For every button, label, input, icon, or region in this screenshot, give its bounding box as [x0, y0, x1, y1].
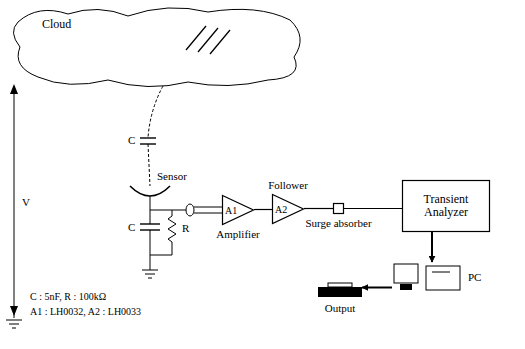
cloud-shape: Cloud	[8, 2, 308, 88]
wire	[150, 210, 186, 211]
signal-wire	[344, 208, 402, 209]
part-label: Sensor	[157, 170, 187, 182]
component-values: C : 5nF, R : 100kΩ	[30, 291, 106, 302]
coax-cable	[194, 213, 222, 214]
wire	[150, 230, 151, 270]
pc-case	[426, 266, 460, 290]
node-text: Follower	[268, 179, 308, 191]
voltage-arrow	[14, 86, 15, 318]
analyzer-box: Transient Analyzer	[402, 180, 490, 232]
ground-symbol	[6, 320, 22, 328]
node-text: Output	[325, 302, 356, 314]
sensor-dish	[130, 186, 170, 196]
part-label: C	[128, 134, 135, 146]
printer-paper	[328, 283, 352, 287]
cloud-shape	[8, 2, 308, 88]
part-label: C	[128, 221, 135, 233]
flow-arrow	[431, 232, 433, 262]
arrow-head	[10, 306, 18, 316]
pc-icon	[392, 262, 462, 292]
charge-hatch	[210, 30, 230, 54]
capacitor-plate	[140, 137, 156, 138]
node-text: Cloud	[42, 18, 71, 31]
signal-wire	[304, 208, 333, 209]
node-text: PC	[468, 271, 481, 283]
monitor-stand	[400, 284, 412, 290]
amplifier-triangle: A1Amplifier	[222, 195, 254, 225]
box-outline	[403, 181, 490, 232]
node-text: Surge absorber	[305, 217, 371, 229]
follower-triangle: FollowerA2	[272, 194, 304, 224]
node-text: Amplifier	[216, 228, 259, 240]
ground-symbol	[142, 270, 158, 278]
coupling-line	[148, 86, 163, 138]
box-outline	[334, 204, 344, 214]
surge-absorber-box	[333, 203, 344, 214]
triangle-outline	[273, 195, 304, 224]
printer-icon	[318, 283, 362, 299]
component-values: A1 : LH0032, A2 : LH0033	[30, 306, 141, 317]
flow-arrow	[362, 287, 392, 289]
surge-absorber-box: Surge absorber	[333, 203, 344, 214]
coupling-line	[148, 144, 150, 186]
triangle-outline	[223, 196, 254, 225]
cloud-outline	[13, 8, 300, 87]
part-label: V	[22, 196, 30, 208]
part-label: R	[182, 222, 189, 234]
pc-icon: PC	[392, 262, 462, 292]
node-text: A2	[275, 204, 287, 215]
node-text: A1	[225, 205, 237, 216]
resistor-symbol	[150, 210, 176, 255]
node-text: Transient Analyzer	[402, 193, 490, 219]
drive-slot	[432, 272, 450, 273]
coax-cable	[194, 207, 222, 208]
coax-connector	[186, 204, 194, 216]
printer-icon: Output	[318, 283, 362, 299]
arrow-head	[10, 84, 18, 94]
signal-wire	[254, 209, 272, 210]
monitor-screen	[394, 264, 418, 283]
printer-body	[318, 287, 362, 297]
capacitor-plate	[140, 223, 160, 224]
